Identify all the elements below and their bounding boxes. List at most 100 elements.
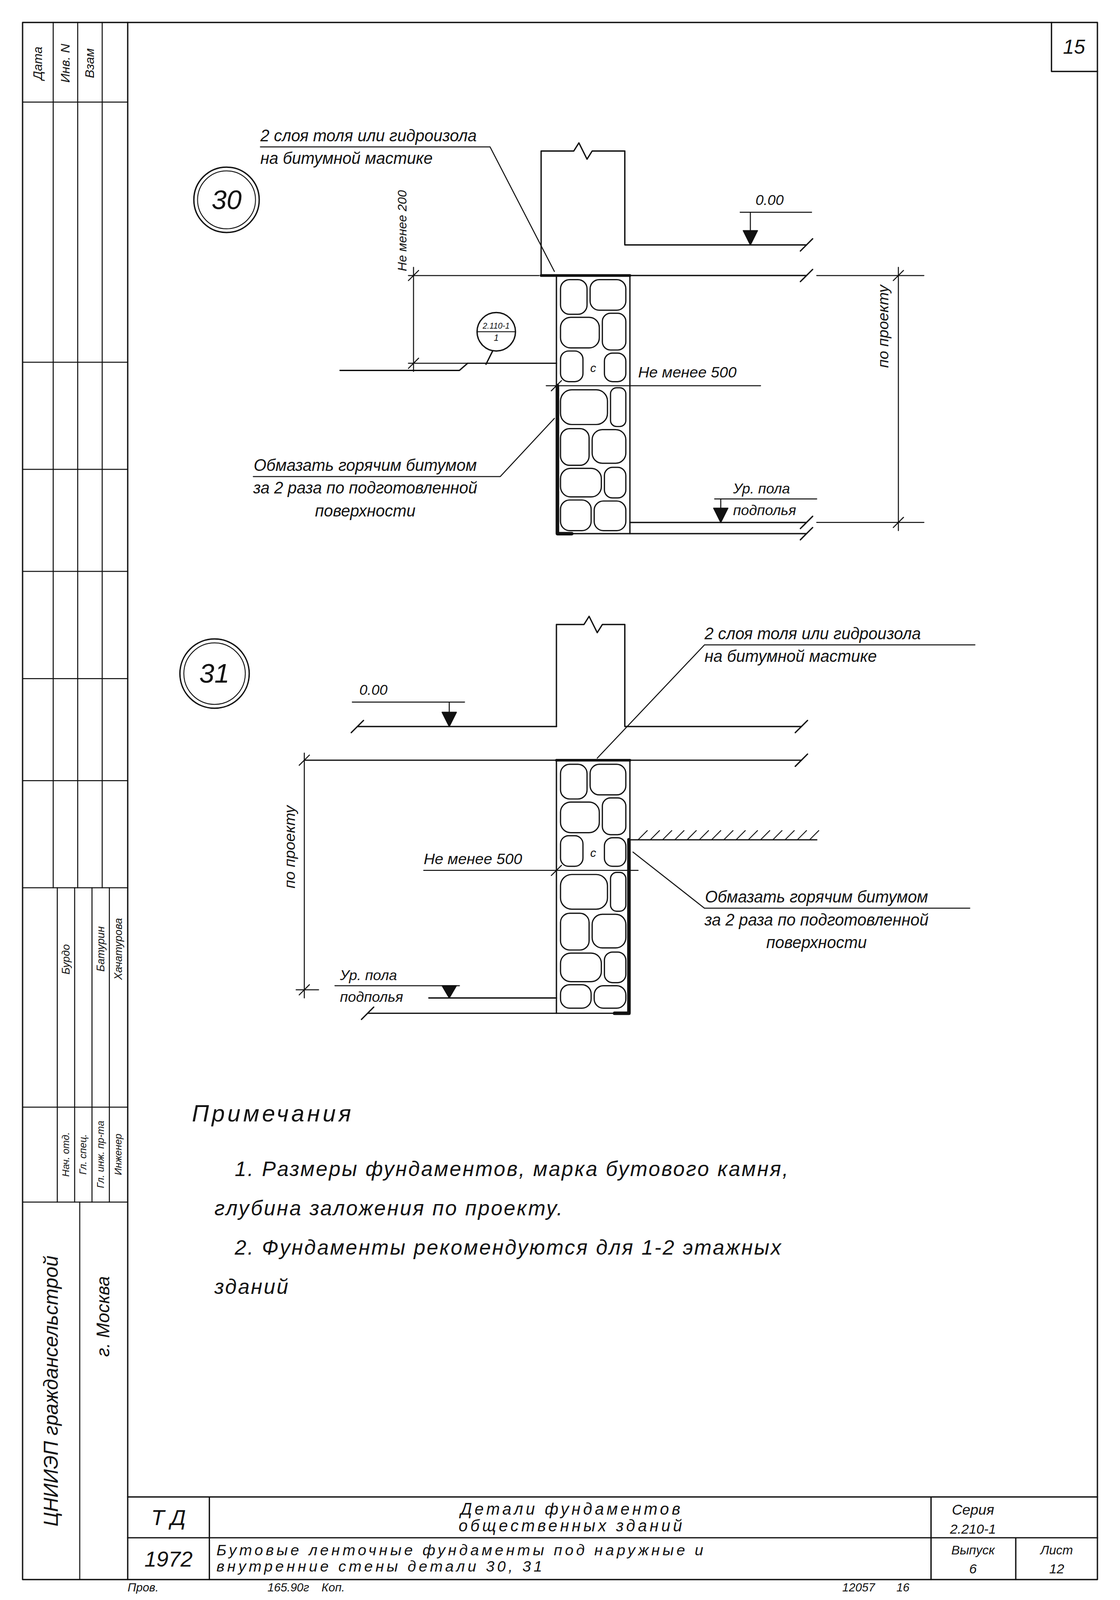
notes-heading: Примечания: [191, 1100, 354, 1128]
dimension-line: [408, 267, 539, 372]
stamp-grid: [77, 22, 79, 889]
detail-30-structure: [340, 363, 557, 371]
dimension-text: Не менее 200: [395, 190, 410, 271]
dimension-text: Не менее 500: [423, 850, 523, 868]
rubble-stone: [604, 838, 626, 867]
stamp-field: Нач. отд.: [60, 1132, 72, 1177]
dimension-line: [816, 267, 924, 531]
note-text: 2. Фундаменты рекомендуются для 1-2 этаж…: [214, 1228, 783, 1308]
stamp-field: Серия: [952, 1501, 995, 1519]
callout-number: 2.110-1: [482, 312, 510, 332]
stamp-code: Т Д: [151, 1505, 186, 1531]
detail-30-structure: [800, 238, 813, 282]
detail-31-structure: [351, 720, 808, 767]
level-marker: [335, 702, 465, 999]
point-mark: с: [588, 846, 598, 861]
detail-callout: 31: [178, 638, 251, 710]
stamp-field: Выпуск: [951, 1543, 995, 1559]
rubble-stone: [604, 467, 626, 499]
stamp-value: 6: [969, 1561, 977, 1578]
elevation-mark: 0.00: [755, 191, 784, 209]
detail-30-structure: [541, 142, 807, 276]
stamp-field: Лист: [1040, 1543, 1074, 1559]
check-note: Коп.: [321, 1581, 345, 1596]
stamp-grid: [108, 887, 110, 1203]
waterproofing-layer: [541, 275, 630, 534]
rubble-stone: [590, 764, 626, 796]
circle-outline: [476, 312, 517, 352]
stamp-field: Гл. инж. пр-та: [94, 1120, 107, 1189]
rubble-stone: [560, 428, 589, 466]
stamp-grid: [74, 887, 75, 1203]
stamp-value: 12: [1049, 1561, 1064, 1578]
rubble-stone: [602, 313, 626, 350]
detail-31-structure: [556, 760, 630, 1014]
rubble-stone: [594, 501, 626, 532]
archive-number: 12057: [842, 1581, 875, 1596]
stamp-year: 1972: [144, 1547, 193, 1573]
rubble-stone: [560, 351, 584, 383]
detail-31-structure: [638, 830, 819, 840]
elevation-mark: 0.00: [359, 681, 388, 699]
rubble-stone: [590, 279, 626, 311]
stamp-field: Взам: [82, 48, 98, 79]
detail-30-structure: [541, 275, 807, 277]
detail-31-structure: [357, 726, 557, 728]
rubble-stone: [604, 952, 626, 984]
sheet-frame: [22, 22, 1098, 1581]
level-marker: [743, 230, 758, 246]
leader-line: [597, 644, 975, 909]
point-mark: с: [588, 361, 598, 376]
stamp-value: 2.210-1: [950, 1521, 997, 1538]
leader-line: [253, 146, 555, 477]
dimension-line: [408, 267, 924, 531]
dimension-text: по проекту: [874, 285, 892, 369]
circle-outline: [179, 639, 249, 709]
stamp-field: Инв. N: [58, 43, 73, 83]
waterproofing-layer: [557, 385, 572, 534]
sheet-frame: [1051, 22, 1098, 72]
rubble-stone: [604, 353, 626, 382]
archive-number: 16: [896, 1581, 910, 1596]
detail-31-structure: [304, 616, 819, 1020]
waterproofing-layer: [556, 760, 630, 1014]
note-text: 1. Размеры фундаментов, марка бутового к…: [214, 1149, 790, 1229]
detail-31-structure: [304, 759, 802, 761]
signature-name: Бурдо: [59, 944, 73, 976]
dimension-text: Не менее 500: [638, 363, 737, 382]
stamp-grid: [22, 102, 128, 1203]
material-note: 2 слоя толя или гидроизола на битумной м…: [260, 124, 477, 171]
dimension-line: [296, 753, 319, 999]
signature-name: Батурин: [94, 926, 108, 972]
rubble-stone: [560, 279, 626, 531]
callout-number: 31: [199, 658, 230, 689]
organization-name: ЦНИИЭП граждансельстрой: [39, 1255, 63, 1527]
material-note: Обмазать горячим битумом за 2 раза по по…: [704, 886, 929, 955]
rubble-stone: [560, 279, 588, 315]
city-name: г. Москва: [92, 1276, 114, 1358]
stamp-grid: [101, 22, 103, 889]
rubble-stone: [560, 468, 602, 497]
stamp-field: Дата: [30, 46, 46, 80]
stamp-grid: [79, 1202, 80, 1581]
check-note: 165.90г: [267, 1581, 309, 1596]
waterproofing-layer: [556, 759, 630, 762]
rubble-stone: [560, 389, 608, 425]
rubble-stone: [602, 798, 626, 835]
callout-number: 30: [211, 185, 242, 215]
circle-outline: [194, 167, 260, 234]
stamp-field: Гл. спец.: [77, 1134, 89, 1176]
dimension-text: по проекту: [280, 806, 299, 890]
material-note: 2 слоя толя или гидроизола на битумной м…: [704, 622, 921, 669]
stamp-grid: [56, 887, 58, 1203]
sheet-subtitle: Бутовые ленточные фундаменты под наружны…: [216, 1542, 706, 1575]
divider-line: [477, 331, 516, 333]
rubble-stone: [560, 984, 592, 1009]
check-note: Пров.: [127, 1581, 159, 1596]
detail-callout: 30: [192, 166, 261, 234]
rubble-stone: [592, 429, 626, 464]
sheet-frame: [22, 22, 1098, 1581]
rubble-stone: [560, 500, 592, 532]
circle-outline: [183, 643, 246, 705]
